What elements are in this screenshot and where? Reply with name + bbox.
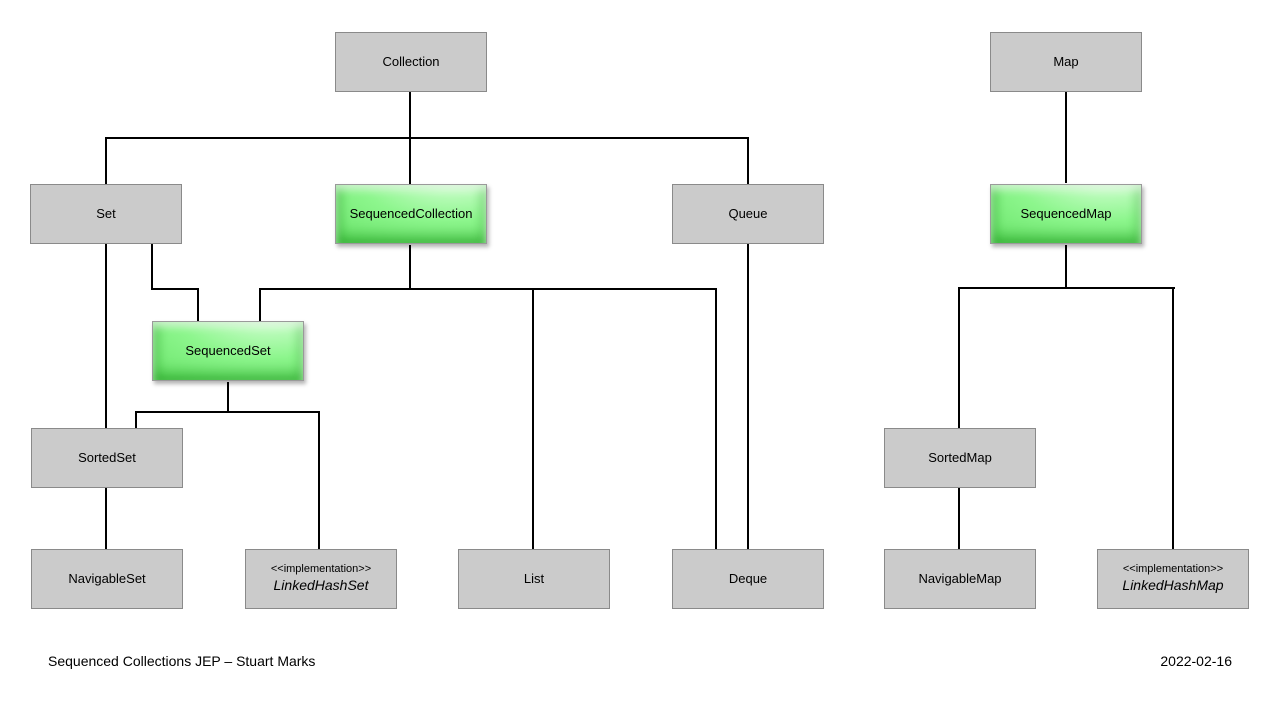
node-label: SequencedMap — [1020, 205, 1112, 221]
node-sortedmap: SortedMap — [884, 428, 1036, 488]
edge-line-bus-sequencedset — [259, 288, 261, 321]
node-queue: Queue — [672, 184, 824, 244]
edge-line-sortedset-navigableset — [105, 488, 107, 549]
footer-credit: Sequenced Collections JEP – Stuart Marks — [48, 653, 316, 669]
node-sequencedcollection: SequencedCollection — [335, 184, 487, 244]
edge-line-sequencedset-down — [227, 382, 229, 413]
edge-line-sequencedset-sortedset — [135, 411, 137, 428]
node-sequencedset: SequencedSet — [152, 321, 304, 381]
node-map: Map — [990, 32, 1142, 92]
node-label: Collection — [382, 53, 440, 69]
edge-line-bus-queue — [747, 137, 749, 184]
edge-line-sequencedcollection-down — [409, 245, 411, 290]
edge-line-map-sequencedmap — [1065, 92, 1067, 183]
node-collection: Collection — [335, 32, 487, 92]
node-list: List — [458, 549, 610, 609]
edge-line-bus-sortedmap — [958, 287, 960, 428]
edge-line-set-step-down — [151, 244, 153, 290]
node-sortedset: SortedSet — [31, 428, 183, 488]
edge-line-bus-sequencedcollection — [409, 137, 411, 184]
node-label: SequencedSet — [185, 342, 271, 358]
node-sequencedmap: SequencedMap — [990, 184, 1142, 244]
node-label: NavigableMap — [918, 570, 1002, 586]
node-navigablemap: NavigableMap — [884, 549, 1036, 609]
edge-line-bus-deque — [715, 288, 717, 549]
edge-line-sequencedset-bus — [135, 411, 320, 413]
node-label: NavigableSet — [68, 570, 146, 586]
node-set: Set — [30, 184, 182, 244]
node-linkedhashset: <<implementation>> LinkedHashSet — [245, 549, 397, 609]
node-label: LinkedHashSet — [273, 577, 369, 594]
edge-line-sortedmap-navigablemap — [958, 488, 960, 549]
edge-line-set-sortedset — [105, 244, 107, 428]
node-label: Set — [96, 205, 116, 221]
node-deque: Deque — [672, 549, 824, 609]
edge-line-top-bus — [105, 137, 749, 139]
node-label: Deque — [728, 570, 768, 586]
node-label: SequencedCollection — [349, 205, 473, 221]
node-stereotype: <<implementation>> — [1122, 563, 1224, 576]
node-label: List — [523, 570, 545, 586]
edge-line-bus-linkedhashmap — [1172, 287, 1174, 549]
edge-line-collection-bus — [409, 92, 411, 138]
edge-line-bus-list — [532, 288, 534, 549]
node-stereotype: <<implementation>> — [270, 563, 372, 576]
edge-line-sequencedset-linkedhashset — [318, 411, 320, 549]
edge-line-sequencedmap-bus — [958, 287, 1175, 289]
edge-line-set-step-across — [151, 288, 199, 290]
node-label: SortedMap — [928, 449, 992, 465]
node-label: SortedSet — [78, 449, 136, 465]
node-linkedhashmap: <<implementation>> LinkedHashMap — [1097, 549, 1249, 609]
footer-date: 2022-02-16 — [1160, 653, 1232, 669]
edge-line-queue-deque — [747, 244, 749, 549]
node-label: LinkedHashMap — [1122, 577, 1224, 594]
edge-line-sequencedmap-down — [1065, 245, 1067, 289]
edge-line-sequencedcollection-bus — [259, 288, 717, 290]
edge-line-set-sequencedset — [197, 288, 199, 321]
node-label: Map — [1053, 53, 1079, 69]
node-navigableset: NavigableSet — [31, 549, 183, 609]
node-label: Queue — [728, 205, 768, 221]
edge-line-bus-set — [105, 137, 107, 184]
